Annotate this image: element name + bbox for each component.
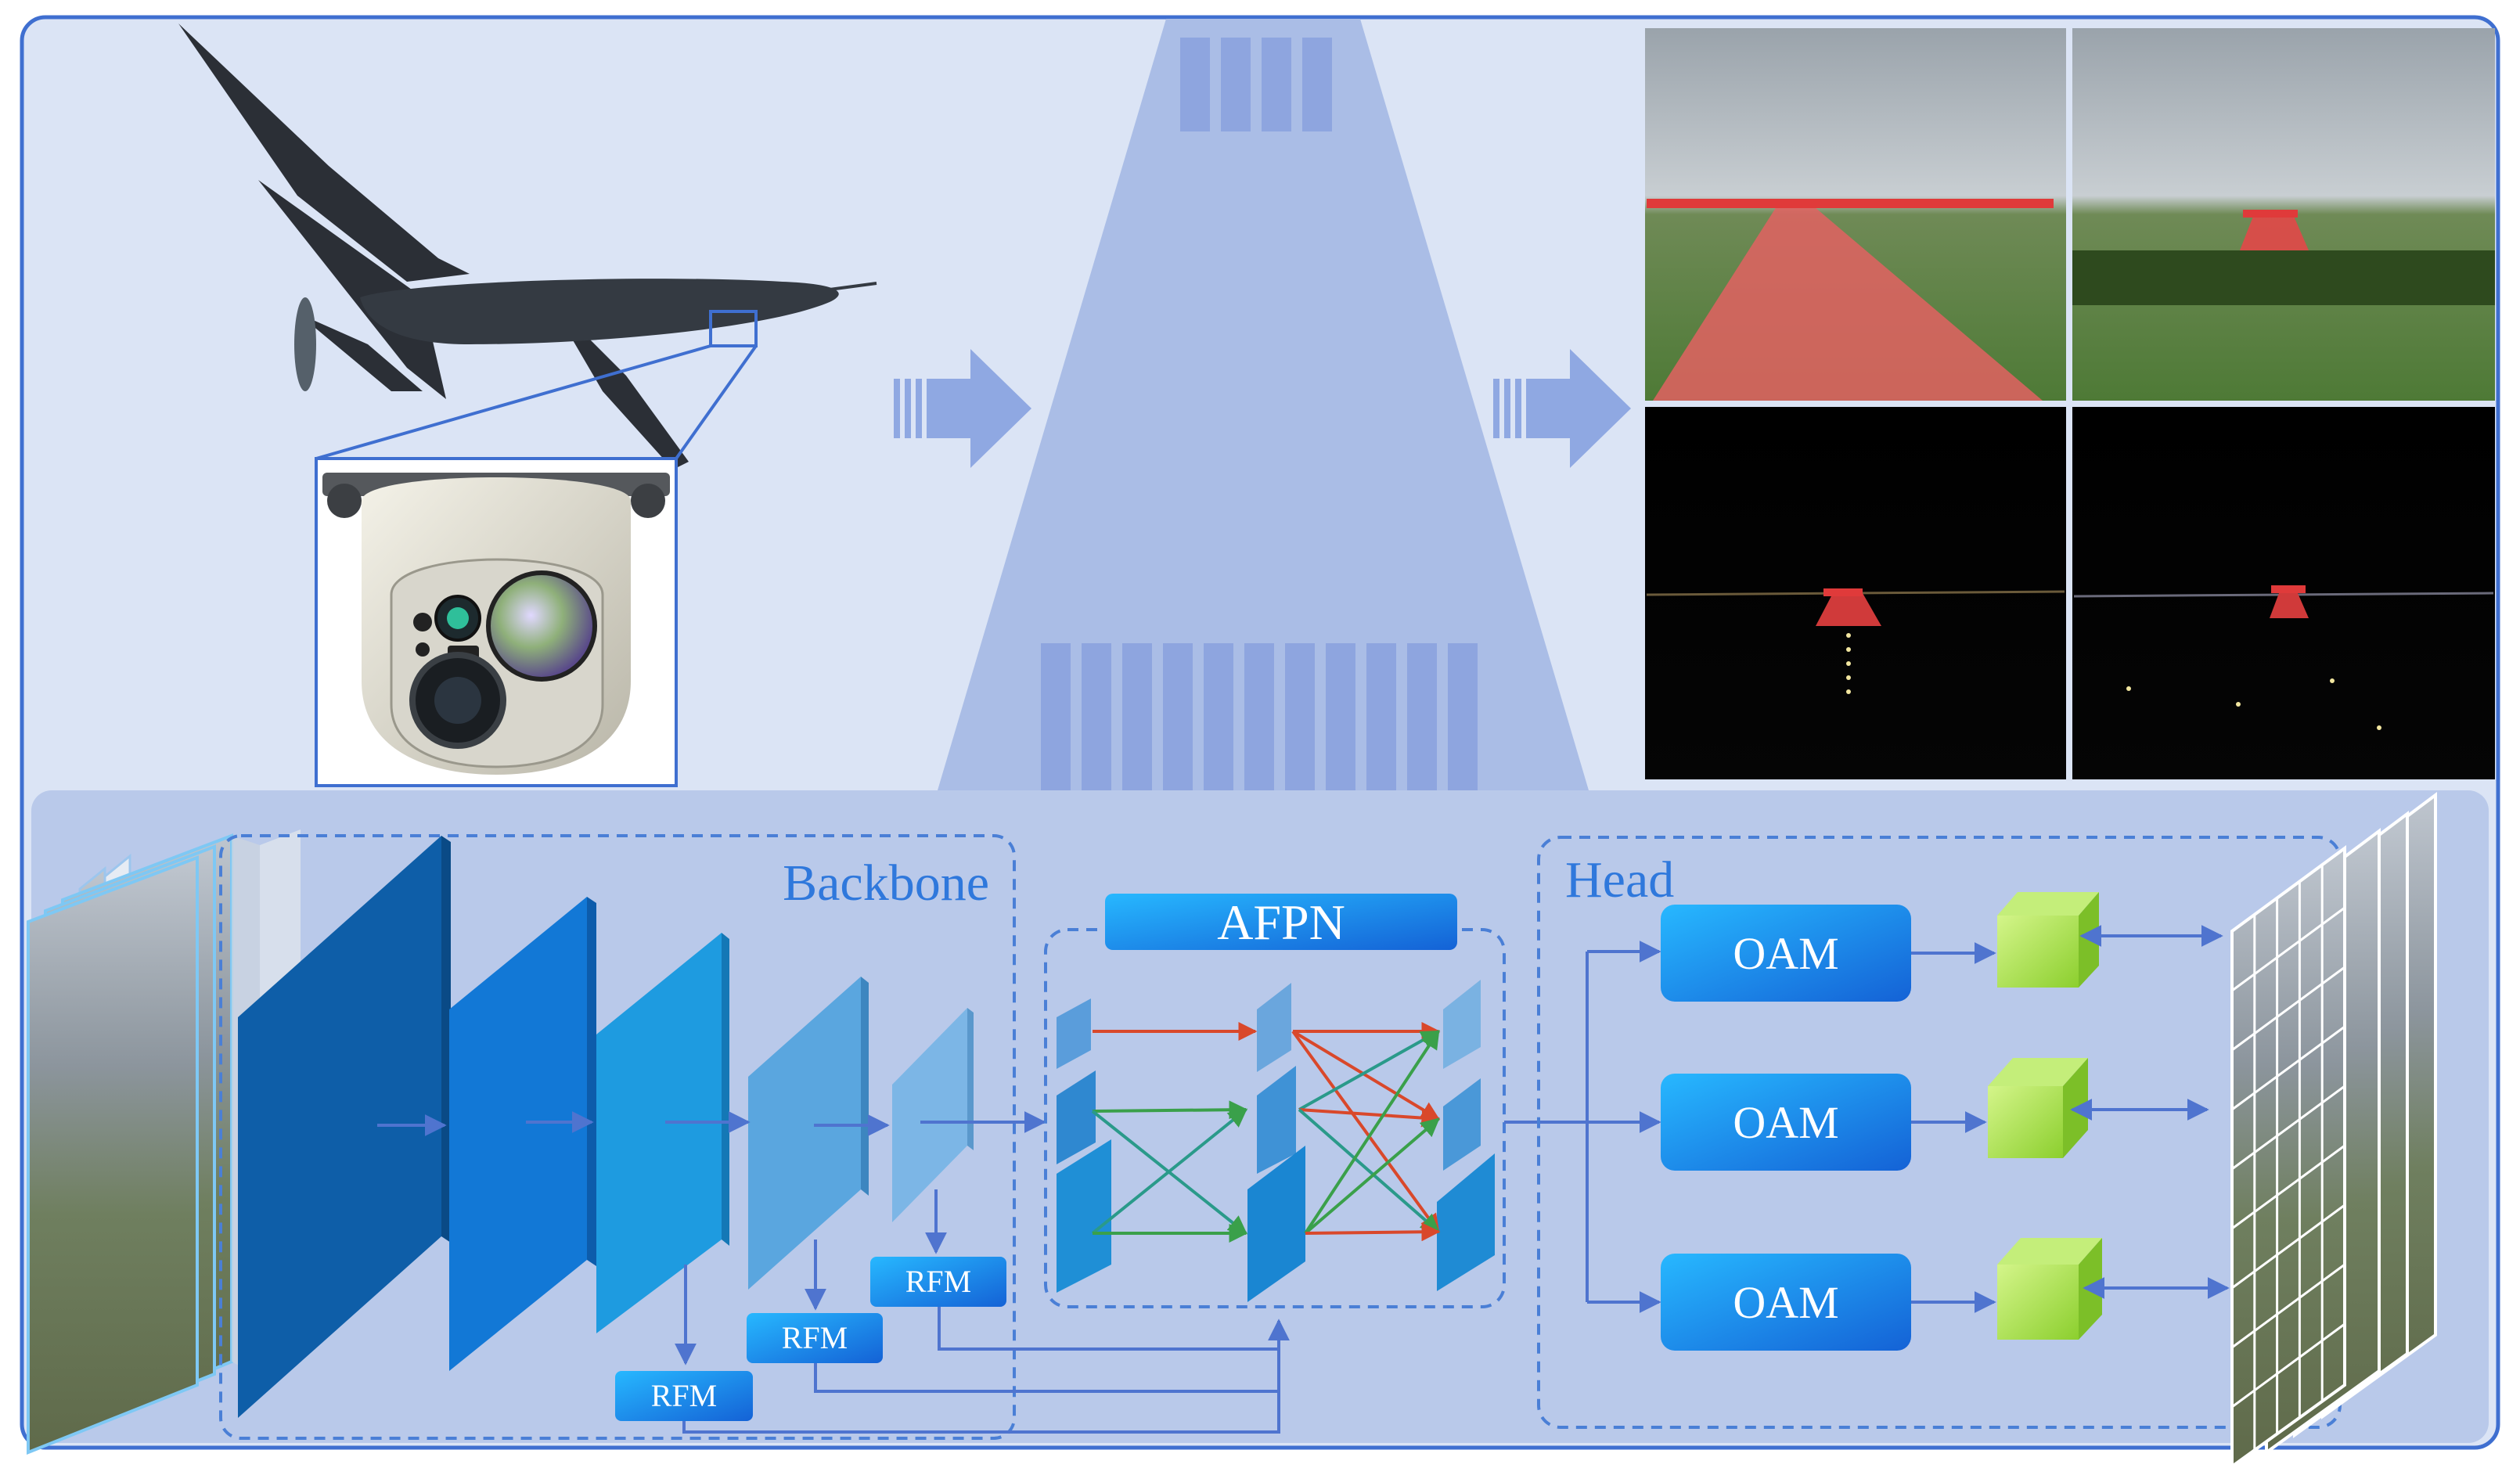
afpn-title-badge: AFPN: [1105, 894, 1457, 950]
oam-module: OAM: [1661, 905, 1911, 1002]
grid-line: [2231, 1144, 2345, 1230]
svg-text:OAM: OAM: [1733, 1277, 1838, 1328]
afpn-feature-planes: [1057, 980, 1495, 1302]
trapezoid-stripes-bottom: [1041, 643, 1478, 792]
grid-line: [2231, 1204, 2345, 1290]
afpn-label: AFPN: [1217, 894, 1345, 950]
svg-text:OAM: OAM: [1733, 928, 1838, 979]
afpn-to-head-arrows: [1504, 941, 1661, 1313]
backbone-layer-2: [449, 897, 587, 1371]
head-output-cube: [1997, 892, 2099, 988]
output-grid-lines: [2231, 865, 2345, 1450]
gimbal-camera-image: [322, 473, 670, 775]
oam-module: OAM: [1661, 1254, 1911, 1351]
head-output-cube: [1988, 1058, 2088, 1158]
runway-detection-image: [1645, 407, 2066, 779]
camera-zoom-box-small: [709, 310, 758, 347]
rfm-module: RFM: [870, 1257, 1006, 1307]
grid-line: [2231, 1085, 2345, 1171]
rfm-connectors: [682, 1307, 1290, 1434]
rfm-module: RFM: [615, 1371, 753, 1421]
grid-line: [2231, 906, 2345, 992]
backbone-label: Backbone: [783, 855, 989, 912]
trapezoid-stripes-top: [1180, 38, 1332, 131]
backbone-layer-1: [238, 836, 441, 1418]
runway-detection-image: [2072, 407, 2495, 779]
rfm-module: RFM: [747, 1313, 883, 1363]
oam-to-cube-arrows: [1911, 942, 1996, 1313]
oam-module: OAM: [1661, 1074, 1911, 1171]
grid-line: [2231, 1263, 2345, 1349]
drone-image: [178, 23, 877, 470]
backbone-layer-3: [596, 933, 722, 1333]
flow-arrow-icon: [1493, 349, 1631, 468]
svg-text:RFM: RFM: [651, 1378, 718, 1413]
cube-to-output-arrows: [2070, 925, 2230, 1299]
flow-arrow-icon: [894, 349, 1031, 468]
backbone-layer-5: [892, 1008, 967, 1222]
svg-text:RFM: RFM: [905, 1264, 972, 1299]
backbone-layers: [238, 836, 974, 1418]
head-container: [1537, 836, 2342, 1429]
backbone-layer-4: [748, 977, 861, 1290]
runway-detection-image: [1645, 28, 2066, 401]
grid-line: [2231, 1322, 2345, 1409]
svg-text:OAM: OAM: [1733, 1097, 1838, 1148]
zoom-line-right: [675, 344, 758, 460]
grid-line: [2231, 966, 2345, 1052]
grid-line: [2231, 1025, 2345, 1111]
backbone-arrows: [377, 1111, 1046, 1365]
flow-trapezoid: [938, 19, 1589, 790]
input-frame-stack: [27, 829, 301, 1455]
svg-text:RFM: RFM: [782, 1320, 848, 1355]
backbone-container: [219, 834, 1016, 1440]
runway-detection-image: [2072, 28, 2495, 401]
afpn-connections: [1091, 1022, 1441, 1243]
zoom-line-left: [315, 344, 711, 460]
head-label: Head: [1565, 851, 1674, 909]
